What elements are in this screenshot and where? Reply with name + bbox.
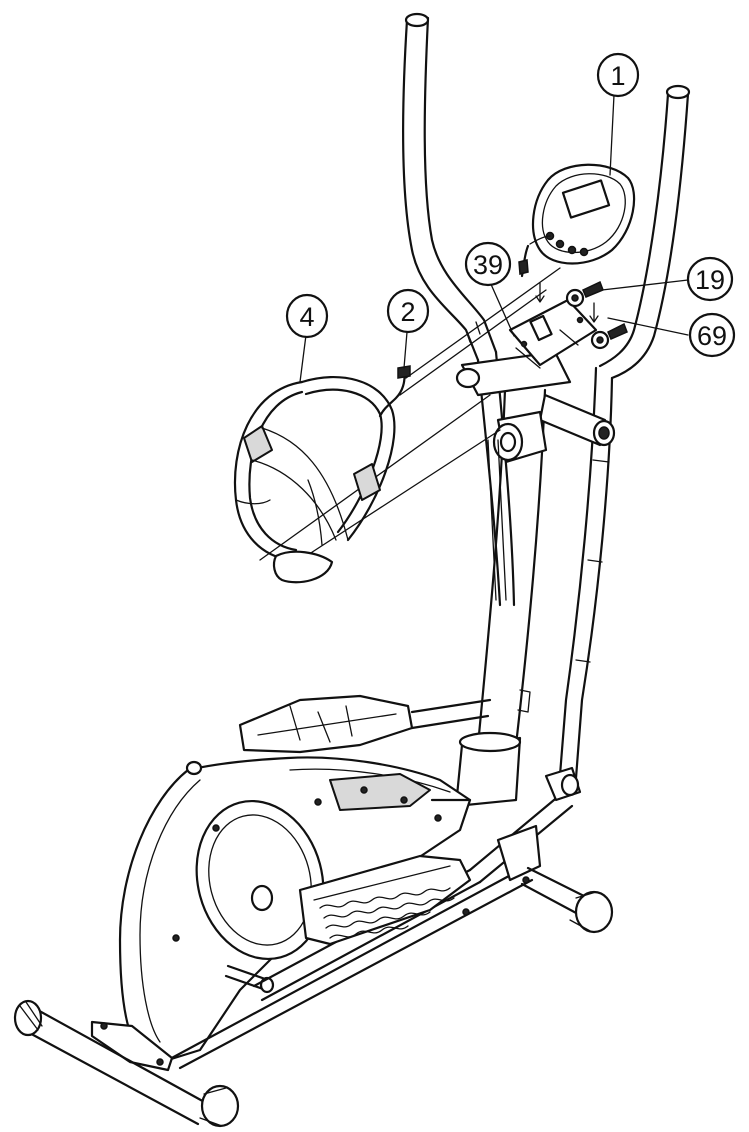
right-pedal	[224, 766, 582, 1002]
hand-pulse-grip	[233, 375, 396, 584]
callout-1-label: 1	[610, 61, 625, 91]
callout-4-label: 4	[299, 302, 314, 332]
bolts-and-washers	[565, 280, 628, 350]
callout-39-label: 39	[473, 250, 503, 280]
callout-1: 1	[596, 52, 640, 98]
base-frame	[166, 798, 542, 1070]
left-pedal	[238, 694, 492, 754]
callout-2: 2	[386, 288, 430, 334]
console	[518, 163, 636, 278]
callout-19: 19	[686, 256, 734, 302]
left-handlebar	[401, 12, 516, 607]
callout-19-label: 19	[695, 265, 725, 295]
callout-2-label: 2	[400, 297, 415, 327]
callout-69-label: 69	[697, 321, 727, 351]
flywheel-housing	[118, 756, 472, 1062]
callout-leaders	[299, 94, 689, 383]
pivot-crossbar	[455, 350, 616, 464]
callout-39: 39	[464, 241, 512, 287]
cable	[378, 365, 411, 418]
callout-69: 69	[688, 312, 736, 358]
right-handlebar	[558, 84, 691, 780]
rear-stabilizer	[520, 866, 614, 934]
console-mounting-bracket	[508, 282, 599, 369]
callout-4: 4	[285, 293, 329, 339]
front-stabilizer	[13, 999, 240, 1128]
